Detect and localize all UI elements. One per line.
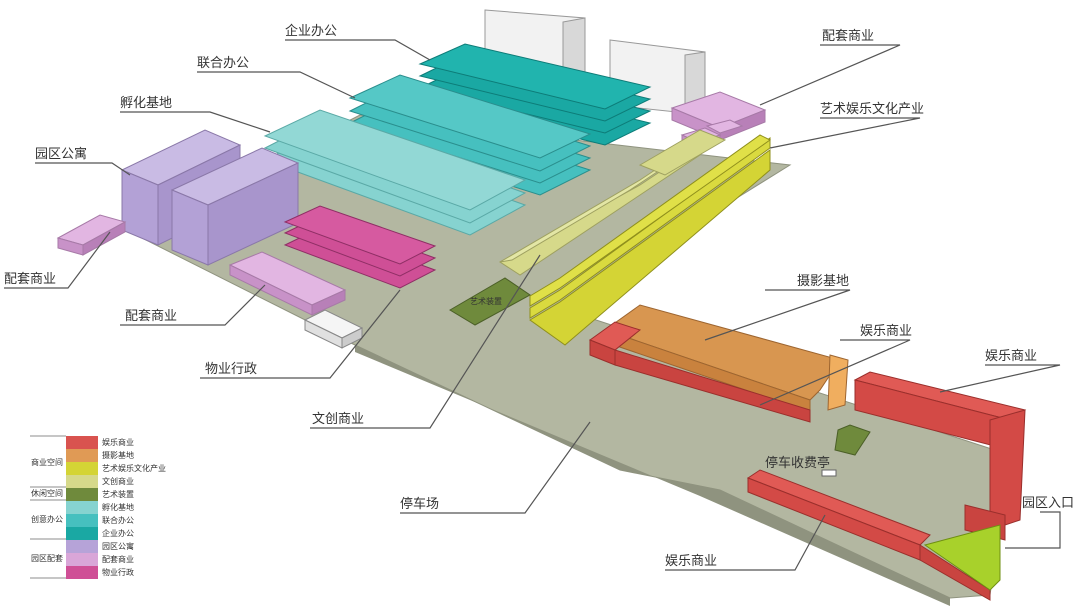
label-joint-office: 联合办公: [197, 56, 249, 71]
art-installation-label: 艺术装置: [470, 296, 502, 306]
enterprise-office-building: [418, 43, 652, 146]
label-entertainment-commerce-bottom: 娱乐商业: [665, 554, 717, 569]
label-entertainment-commerce-mid: 娱乐商业: [860, 324, 912, 339]
support-commerce-mid: [228, 251, 347, 316]
legend-label: 娱乐商业: [102, 437, 134, 447]
legend-label: 孵化基地: [102, 502, 134, 512]
legend-swatch: [66, 462, 98, 475]
park-entrance-plaza: [923, 524, 1001, 591]
legend-label: 物业行政: [102, 567, 134, 577]
joint-office-building: [348, 74, 592, 196]
label-photography-base: 摄影基地: [797, 274, 849, 289]
label-park-entrance: 园区入口: [1022, 496, 1074, 511]
legend-swatch: [66, 475, 98, 488]
legend-swatch: [66, 540, 98, 553]
entertainment-commerce-right: [853, 371, 1027, 541]
incubation-base-building: [263, 109, 527, 236]
legend-label: 艺术装置: [102, 489, 134, 499]
label-entertainment-commerce-right: 娱乐商业: [985, 349, 1037, 364]
legend-swatch: [66, 501, 98, 514]
legend-swatch: [66, 514, 98, 527]
legend-swatch: [66, 488, 98, 501]
legend: 商业空间 休闲空间 创意办公 园区配套 娱乐商业摄影基地艺术娱乐文化产业文创商业…: [30, 435, 166, 579]
entertainment-commerce-bottom: [746, 469, 991, 601]
legend-group-commercial: 商业空间: [31, 457, 63, 467]
legend-swatch: [66, 527, 98, 540]
label-parking-booth: 停车收费亭: [765, 455, 830, 471]
legend-label: 园区公寓: [102, 541, 134, 551]
label-support-commerce-top: 配套商业: [822, 28, 874, 44]
legend-group-park-support: 园区配套: [31, 553, 63, 563]
label-art-entertainment: 艺术娱乐文化产业: [820, 102, 924, 117]
art-installation-ground: 艺术装置: [449, 277, 531, 326]
parking-booth-box: [821, 469, 837, 477]
legend-items: 娱乐商业摄影基地艺术娱乐文化产业文创商业艺术装置孵化基地联合办公企业办公园区公寓…: [66, 436, 166, 579]
labels: 企业办公 联合办公 孵化基地 园区公寓 配套商业 配套商业 物业行政 文创商业 …: [4, 23, 1074, 569]
property-admin-kiosk: [303, 309, 364, 349]
legend-swatch: [66, 553, 98, 566]
legend-label: 艺术娱乐文化产业: [102, 463, 166, 473]
photography-base-building: [603, 304, 849, 413]
legend-swatch: [66, 449, 98, 462]
label-incubation-base: 孵化基地: [120, 96, 172, 111]
property-admin-building: [283, 205, 437, 289]
legend-label: 摄影基地: [102, 450, 134, 460]
legend-swatch: [66, 566, 98, 579]
legend-group-creative-office: 创意办公: [31, 514, 63, 524]
legend-label: 企业办公: [102, 528, 134, 538]
legend-group-leisure: 休闲空间: [31, 488, 63, 498]
park-apartment-buildings: [120, 129, 300, 266]
label-property-admin: 物业行政: [205, 362, 257, 377]
leader-lines: [4, 39, 1061, 571]
art-installation-small: [834, 424, 871, 456]
label-support-commerce-left: 配套商业: [4, 271, 56, 287]
label-enterprise-office: 企业办公: [285, 23, 337, 39]
label-park-apartment: 园区公寓: [35, 146, 87, 162]
label-cultural-commerce: 文创商业: [312, 412, 364, 427]
art-entertainment-industry-building: [529, 129, 771, 346]
label-parking-lot: 停车场: [400, 496, 439, 512]
legend-label: 联合办公: [102, 515, 134, 525]
support-commerce-left: [56, 214, 127, 256]
legend-swatch: [66, 436, 98, 449]
legend-label: 配套商业: [102, 554, 134, 564]
label-support-commerce-mid: 配套商业: [125, 308, 177, 324]
legend-label: 文创商业: [102, 476, 134, 486]
